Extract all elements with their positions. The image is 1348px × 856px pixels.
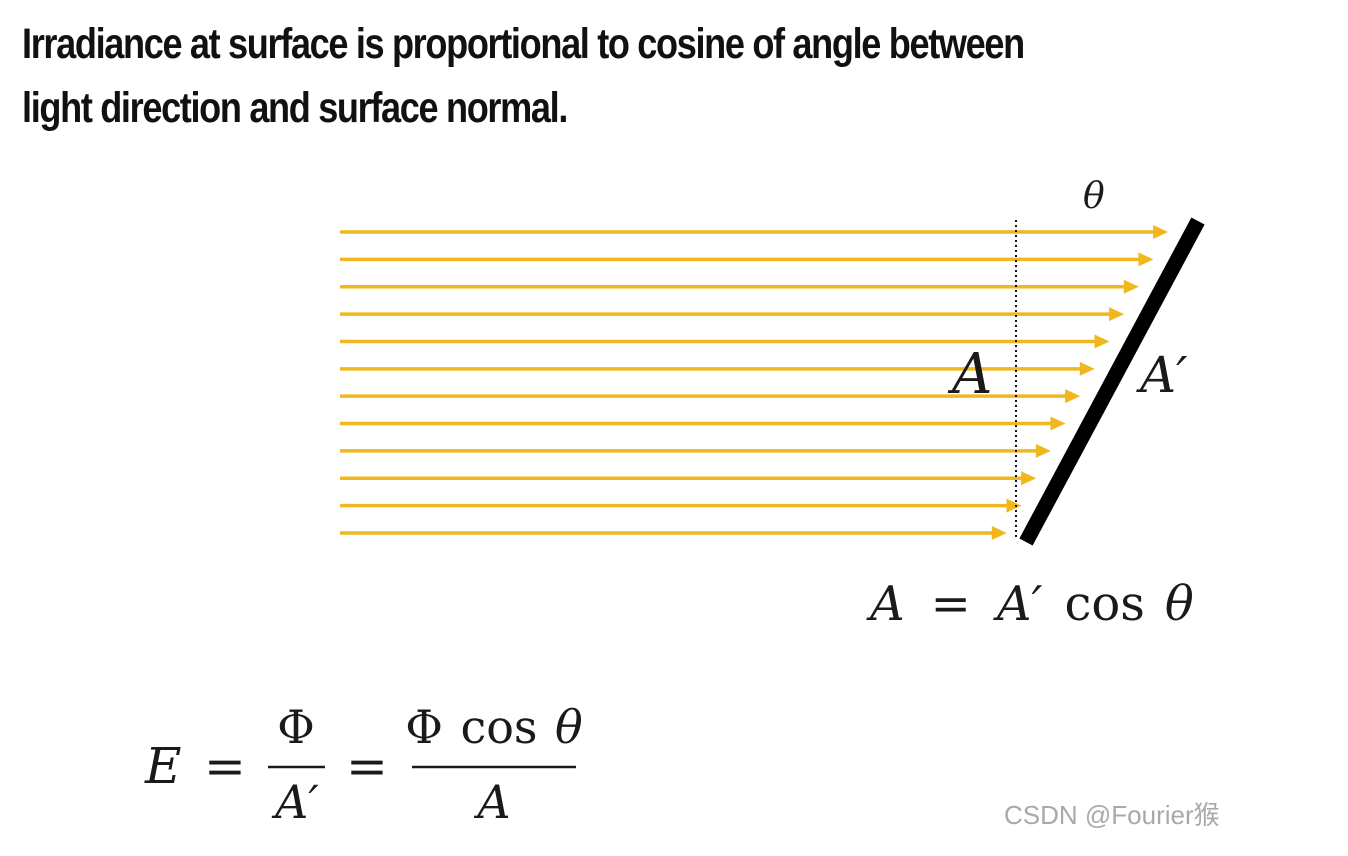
- light-ray-arrowhead: [1065, 389, 1081, 404]
- light-ray-arrowhead: [1153, 225, 1169, 239]
- irradiance-formula: E = Φ A′ = Φ cos θ A: [144, 700, 583, 829]
- light-ray-arrowhead: [1006, 498, 1022, 513]
- light-ray-arrowhead: [991, 526, 1007, 540]
- fraction-2-numerator: Φ cos θ: [405, 700, 583, 754]
- formula-equals-1: =: [204, 737, 246, 795]
- light-ray-arrowhead: [1138, 252, 1154, 267]
- slide-title-line-2: light direction and surface normal.: [22, 84, 568, 132]
- relation-cos: cos: [1064, 576, 1144, 632]
- relation-lhs: A: [866, 576, 905, 632]
- area-relation-equation: A = A′ cos θ: [866, 576, 1194, 632]
- light-ray-arrowhead: [1035, 443, 1051, 458]
- fraction-2-phi: Φ: [405, 700, 443, 754]
- light-ray-arrowhead: [1109, 307, 1125, 322]
- fraction-2-cos: cos: [460, 700, 537, 754]
- formula-equals-2: =: [346, 737, 388, 795]
- light-ray-arrowhead: [1094, 334, 1110, 349]
- projected-area-label: A: [947, 342, 992, 407]
- tilted-surface: [1019, 217, 1205, 546]
- light-ray-arrowhead: [1079, 361, 1095, 376]
- fraction-1-denominator: A′: [271, 775, 319, 829]
- fraction-2-theta: θ: [555, 700, 583, 754]
- fraction-1-numerator: Φ: [277, 700, 315, 754]
- relation-rhs-area: A′: [993, 576, 1043, 632]
- theta-label: θ: [1083, 176, 1105, 217]
- light-ray-arrowhead: [1021, 471, 1037, 486]
- relation-theta: θ: [1165, 576, 1194, 632]
- light-ray-arrowhead: [1123, 279, 1139, 294]
- fraction-2-denominator: A: [473, 775, 510, 829]
- slide-title: Irradiance at surface is proportional to…: [22, 12, 1114, 140]
- slide-title-line-1: Irradiance at surface is proportional to…: [22, 20, 1025, 68]
- light-ray-arrowhead: [1050, 416, 1066, 431]
- light-rays: [340, 225, 1169, 540]
- surface-area-label: A′: [1136, 346, 1188, 404]
- watermark: CSDN @Fourier猴: [1004, 800, 1220, 830]
- formula-lhs: E: [144, 737, 182, 795]
- relation-equals: =: [931, 576, 971, 632]
